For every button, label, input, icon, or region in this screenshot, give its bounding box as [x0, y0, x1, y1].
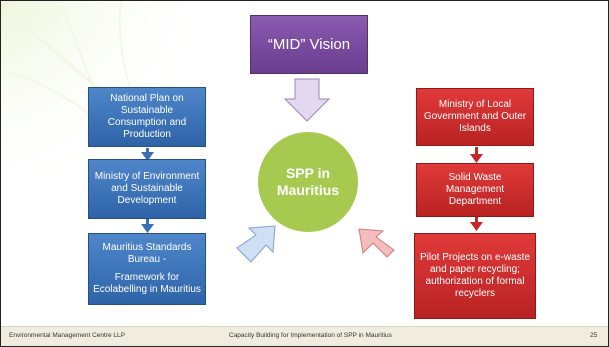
left-box-label: Ministry of Environment and Sustainable … [94, 171, 200, 206]
purple-down-arrow [283, 78, 331, 122]
footer-organization: Environmental Management Centre LLP [9, 332, 125, 339]
vision-label: “MID” Vision [267, 35, 351, 53]
footer-title: Capacity Building for Implementation of … [229, 332, 392, 339]
left-box-label: Mauritius Standards Bureau - [102, 242, 192, 265]
left-box-sublabel: Framework for Ecolabelling in Mauritius [93, 272, 201, 295]
right-box-label: Ministry of Local Government and Outer I… [423, 99, 527, 134]
right-box-label: Solid Waste Management Department [445, 172, 505, 207]
center-label: SPP in Mauritius [276, 165, 340, 198]
red-diagonal-arrow [358, 228, 395, 258]
footer-bar: Environmental Management Centre LLP Capa… [1, 326, 608, 346]
page-number: 25 [590, 332, 598, 339]
right-box-pilot-projects: Pilot Projects on e-waste and paper recy… [414, 233, 536, 319]
left-box-standards-bureau: Mauritius Standards Bureau - Framework f… [88, 233, 206, 305]
blue-diagonal-arrow [236, 225, 276, 263]
right-box-ministry-local-government: Ministry of Local Government and Outer I… [416, 88, 534, 146]
left-box-ministry-environment: Ministry of Environment and Sustainable … [88, 159, 206, 219]
center-circle: SPP in Mauritius [258, 132, 358, 232]
left-box-label: National Plan on Sustainable Consumption… [107, 93, 187, 140]
vision-box: “MID” Vision [250, 15, 368, 74]
right-box-solid-waste: Solid Waste Management Department [416, 163, 534, 217]
left-box-national-plan: National Plan on Sustainable Consumption… [88, 87, 206, 147]
right-box-label: Pilot Projects on e-waste and paper recy… [419, 252, 531, 299]
